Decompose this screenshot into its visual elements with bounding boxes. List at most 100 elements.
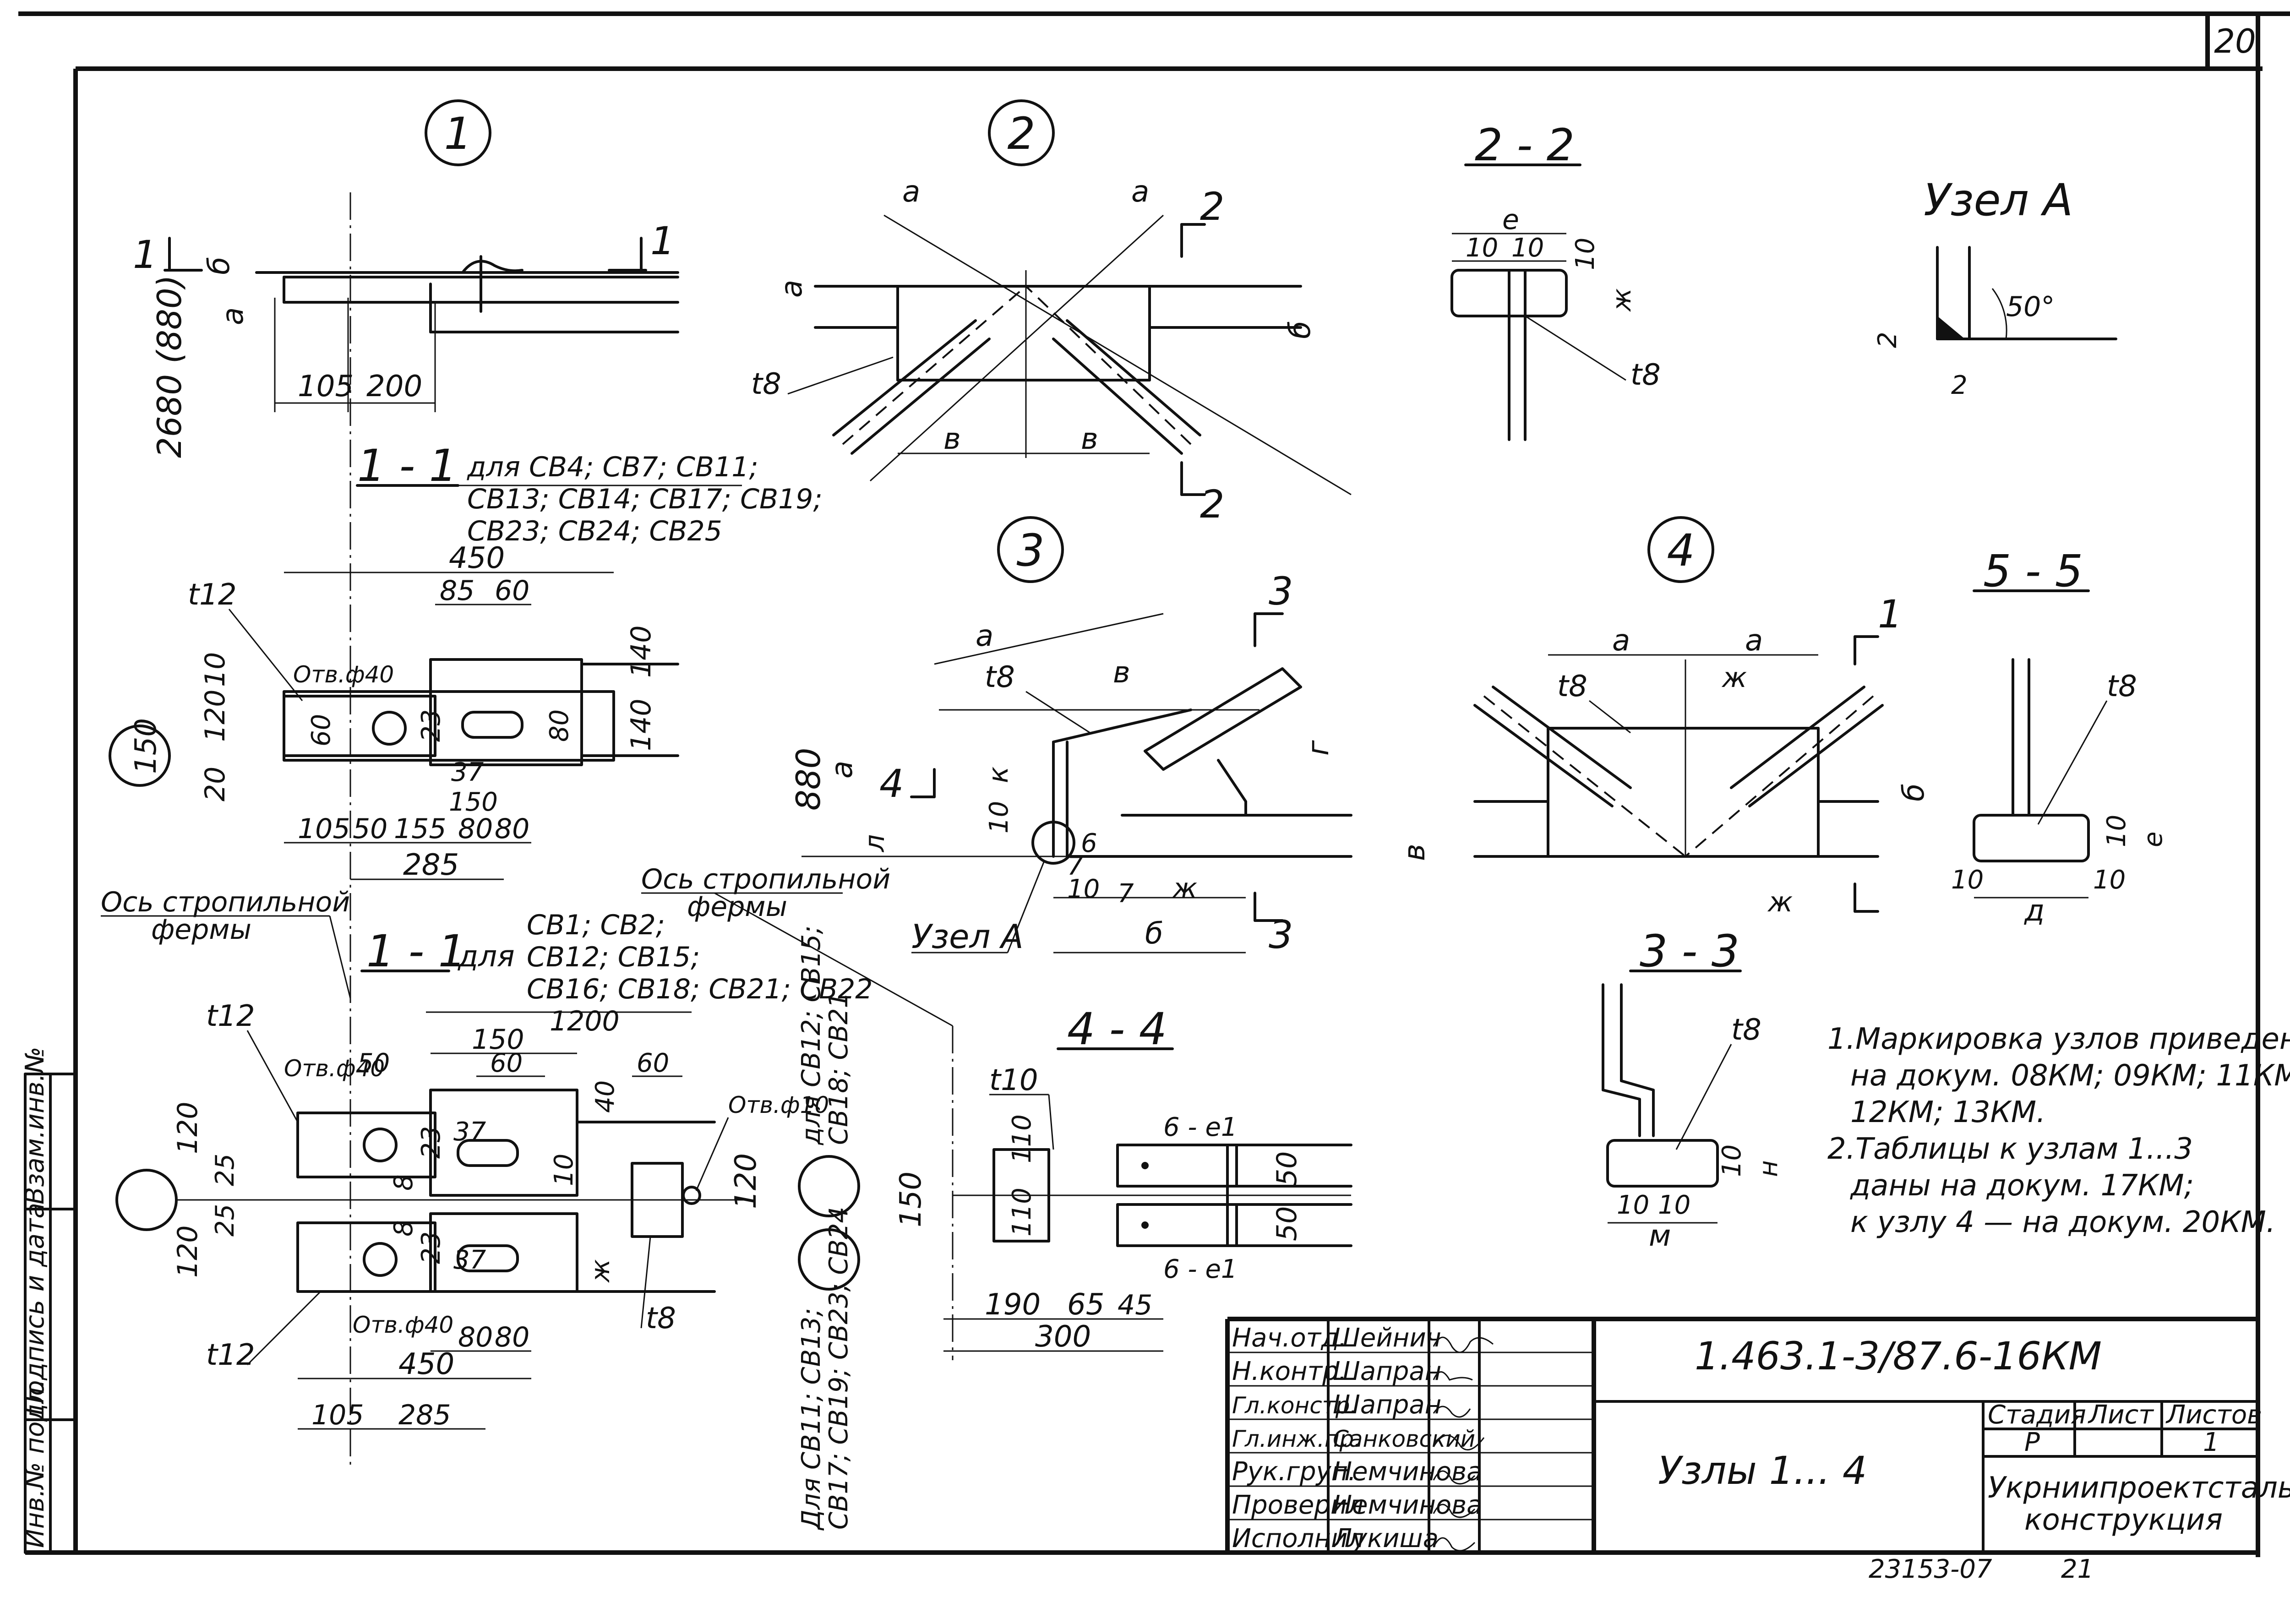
tb-name-6: Немчинова	[1333, 1490, 1482, 1520]
dim-110b-44: 110	[1007, 1188, 1037, 1237]
tb-name-1: Шейнич	[1333, 1323, 1441, 1353]
label-t8-n2: t8	[751, 367, 781, 401]
truss-axis-2a: Ось стропильной	[641, 863, 890, 895]
cut-4-n3: 4	[879, 761, 904, 806]
tb-role-1: Нач.отд.	[1232, 1323, 1347, 1353]
dim-b-n2: б	[1283, 321, 1317, 339]
tb-role-2: Н.контр.	[1232, 1357, 1347, 1386]
s11a-for-3: СВ23; СВ24; СВ25	[467, 515, 722, 547]
dim-37b-s11b: 37	[453, 1245, 486, 1275]
section-11a-title: 1 - 1	[357, 440, 457, 491]
node-3-circle	[997, 516, 1064, 583]
dim-65-44: 65	[1067, 1288, 1104, 1322]
node-1-label: 1	[444, 108, 472, 159]
tb-name-5: Немчинова	[1333, 1457, 1482, 1487]
vert-for-b2: СВ17; СВ19; СВ23; СВ24	[824, 1207, 854, 1530]
uzel-a-marker	[1031, 821, 1075, 865]
uzel-a-title: Узел А	[1924, 174, 2073, 226]
label-t8-33: t8	[1731, 1013, 1761, 1047]
section-44-group: Ось стропильной фермы 4 - 4 t10 110 110 …	[641, 863, 1352, 1531]
note1-line2: на докум. 08КМ; 09КМ; 11КМ;	[1850, 1059, 2290, 1093]
cut-2-bottom: 2	[1200, 482, 1224, 527]
dim-m-33: м	[1649, 1219, 1671, 1253]
section-11-upper: 1 - 1 для СВ4; СВ7; СВ11; СВ13; СВ14; СВ…	[109, 440, 823, 882]
dim-v-n3: в	[1113, 656, 1130, 690]
node-1-group: 1 105 200 2680 (880) а б 1 1	[133, 99, 679, 1466]
s11b-for-2: СВ12; СВ15;	[527, 941, 700, 973]
node-3-label: 3	[1016, 525, 1044, 576]
label-otv10-s11b: Отв.ф10	[728, 1092, 829, 1118]
tb-org-line1: Укрниипроектсталь-	[1988, 1471, 2290, 1505]
title-block: Нач.отд. Шейнич Н.контр. Шапран Гл.конст…	[1225, 1317, 2290, 1584]
label-otv40: Отв.ф40	[293, 661, 394, 688]
dim-10-s11: 10	[199, 652, 231, 687]
dim-zh-s11b: ж	[586, 1259, 616, 1283]
dim-37a-s11b: 37	[453, 1117, 486, 1147]
dim-80a: 80	[458, 813, 493, 845]
tb-archive-no: 23153-07	[1869, 1554, 1992, 1584]
dim-d-55: д	[2024, 894, 2045, 928]
vert-for-b1: Для СВ11; СВ13;	[796, 1308, 826, 1531]
dim-10c-55: 10	[2102, 815, 2132, 847]
dim-10b-n3: 10	[1067, 874, 1100, 904]
dim-60b-s11b: 60	[637, 1048, 669, 1078]
s11b-for-label: для	[458, 940, 515, 974]
dim-e-55: е	[2138, 832, 2168, 847]
section-33-group: 3 - 3 t8 10 10 10 н м	[1602, 926, 1783, 1253]
dim-120a-s11b: 120	[172, 1101, 204, 1154]
dim-2a-uzelA: 2	[1873, 332, 1903, 348]
general-notes: 1.Маркировка узлов приведена на докум. 0…	[1827, 1022, 2290, 1239]
dim-23a-s11b: 23	[416, 1126, 446, 1159]
note1-line1: 1.Маркировка узлов приведена	[1827, 1022, 2290, 1056]
dim-a-n1: а	[216, 307, 250, 325]
dim-105-n1: 105	[298, 370, 354, 403]
dim-zh-n3: ж	[1172, 872, 1197, 905]
label-t8-n3: t8	[985, 660, 1015, 694]
dim-8b-s11b: 8	[389, 1220, 419, 1237]
tb-role-4: Гл.инж.пр.	[1232, 1426, 1361, 1452]
dim-150-44: 150	[894, 1172, 928, 1227]
tb-stage-value: Р	[2024, 1428, 2040, 1457]
circle-44-upper	[798, 1155, 860, 1217]
dim-150-s11b: 150	[472, 1024, 524, 1056]
node-4-group: 4 а а ж ж б в t8 1	[1398, 516, 1931, 918]
dim-v2-n2: в	[1081, 422, 1098, 456]
dim-80b-s11b: 80	[495, 1321, 529, 1353]
dim-v-n4: в	[1398, 844, 1432, 861]
side-sign-date: Подпись и дата	[20, 1203, 50, 1415]
label-t8-22: t8	[1630, 358, 1661, 392]
note2-line1: 2.Таблицы к узлам 1...3	[1827, 1132, 2193, 1166]
tb-page-no: 21	[2061, 1554, 2094, 1584]
tb-sheets-label: Листов	[2165, 1400, 2262, 1430]
dim-140a: 140	[625, 625, 657, 678]
uzel-a-leader-label: Узел А	[911, 917, 1024, 956]
dim-k-n3: к	[982, 767, 1014, 783]
cut-1-left: 1	[133, 232, 157, 277]
dim-a-n3: а	[825, 761, 859, 779]
section-11-lower: Ось стропильной фермы 1 - 1 для СВ1; СВ2…	[101, 886, 872, 1431]
circle-150	[109, 725, 171, 787]
section-22-title: 2 - 2	[1475, 120, 1575, 171]
dim-120b-s11b: 120	[172, 1225, 204, 1278]
dim-7b-n3: 7	[1067, 851, 1084, 881]
dim-6e1a-44: 6 - е1	[1163, 1112, 1238, 1142]
dim-285: 285	[403, 848, 459, 882]
dim-80v: 80	[545, 709, 574, 742]
dim-190-44: 190	[985, 1288, 1041, 1322]
tb-stage-label: Стадия	[1988, 1400, 2086, 1430]
label-t12-s11: t12	[188, 578, 237, 612]
s11b-for-1: СВ1; СВ2;	[527, 909, 665, 941]
dim-b-n4: б	[1897, 784, 1931, 801]
section-33-title: 3 - 3	[1640, 926, 1739, 977]
dim-150-s11: 150	[449, 787, 498, 817]
s11a-for-2: СВ13; СВ14; СВ17; СВ19;	[467, 483, 823, 515]
dim-10-s11b: 10	[549, 1154, 579, 1186]
dim-60: 60	[495, 575, 529, 607]
dim-40-s11b: 40	[590, 1080, 620, 1113]
dim-105-s11: 105	[298, 813, 350, 845]
dim-2b-uzelA: 2	[1951, 371, 1968, 400]
s11a-for-1: для СВ4; СВ7; СВ11;	[467, 451, 758, 483]
tb-name-3: Шапран	[1333, 1390, 1441, 1420]
dim-a1-n4: а	[1612, 624, 1630, 658]
section-44-title: 4 - 4	[1067, 1003, 1167, 1055]
